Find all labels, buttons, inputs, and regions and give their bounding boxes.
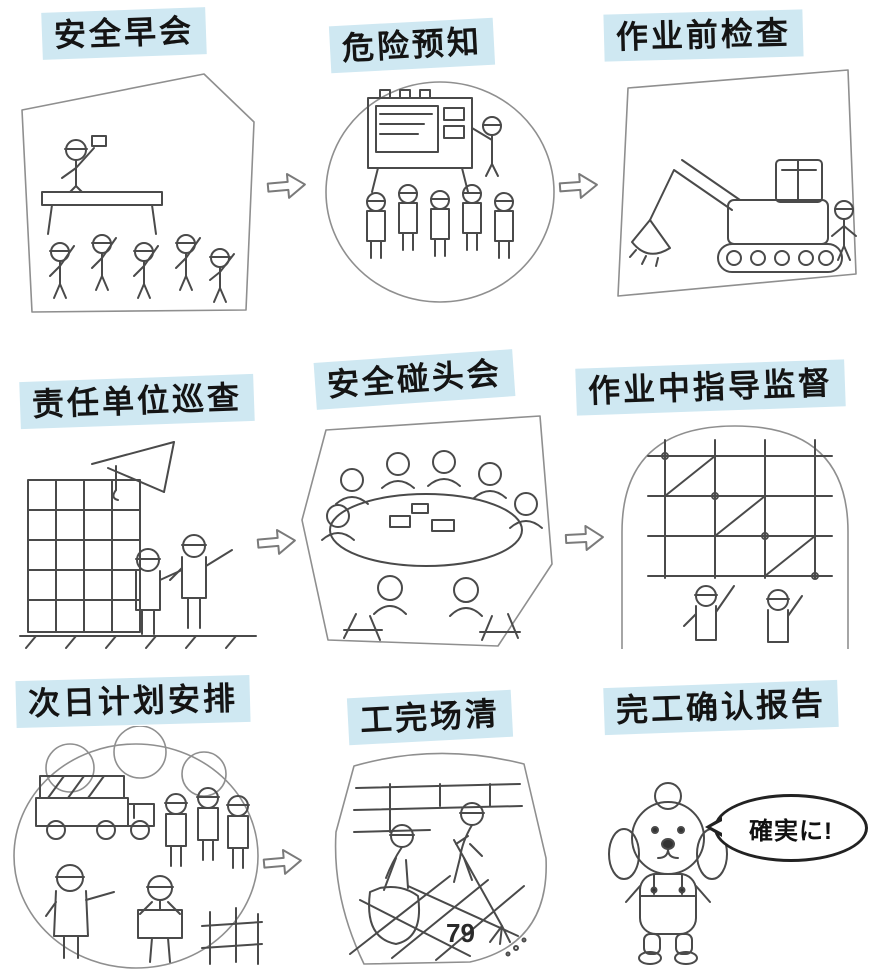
panel-label-hazard-prediction: 危险预知: [328, 17, 496, 74]
cleanup-sweeping-illustration: [334, 752, 547, 965]
site-patrol-with-crane-illustration: [19, 441, 257, 649]
panel-label-pre-work-check: 作业前检查: [603, 9, 804, 62]
flow-arrow-icon: [256, 528, 296, 555]
dog-confirmation-illustration: [608, 782, 728, 965]
hazard-prediction-board-illustration: [325, 81, 555, 303]
next-day-planning-illustration: [13, 726, 263, 969]
panel-label-unit-patrol: 责任单位巡查: [19, 373, 255, 430]
panel-label-safety-huddle: 安全碰头会: [313, 349, 516, 411]
panel-label-completion-report: 完工确认报告: [603, 679, 839, 736]
flow-arrow-icon: [266, 172, 306, 199]
scaffold-supervision-illustration: [621, 425, 849, 649]
excavator-inspection-illustration: [617, 69, 857, 297]
speech-bubble: 確実に!: [705, 794, 868, 862]
flow-arrow-icon: [564, 524, 604, 551]
panel-label-work-supervision: 作业中指导监督: [575, 359, 846, 416]
round-table-meeting-illustration: [301, 415, 553, 647]
panel-label-next-day-plan: 次日计划安排: [15, 674, 251, 729]
flow-arrow-icon: [558, 172, 598, 199]
speech-bubble-text: 確実に!: [749, 817, 833, 845]
panel-label-site-cleanup: 工完场清: [346, 689, 514, 746]
panel-label-morning-meeting: 安全早会: [41, 7, 207, 61]
safety-morning-meeting-illustration: [21, 73, 255, 313]
flow-arrow-icon: [262, 848, 302, 875]
page-number: 79: [446, 918, 475, 948]
